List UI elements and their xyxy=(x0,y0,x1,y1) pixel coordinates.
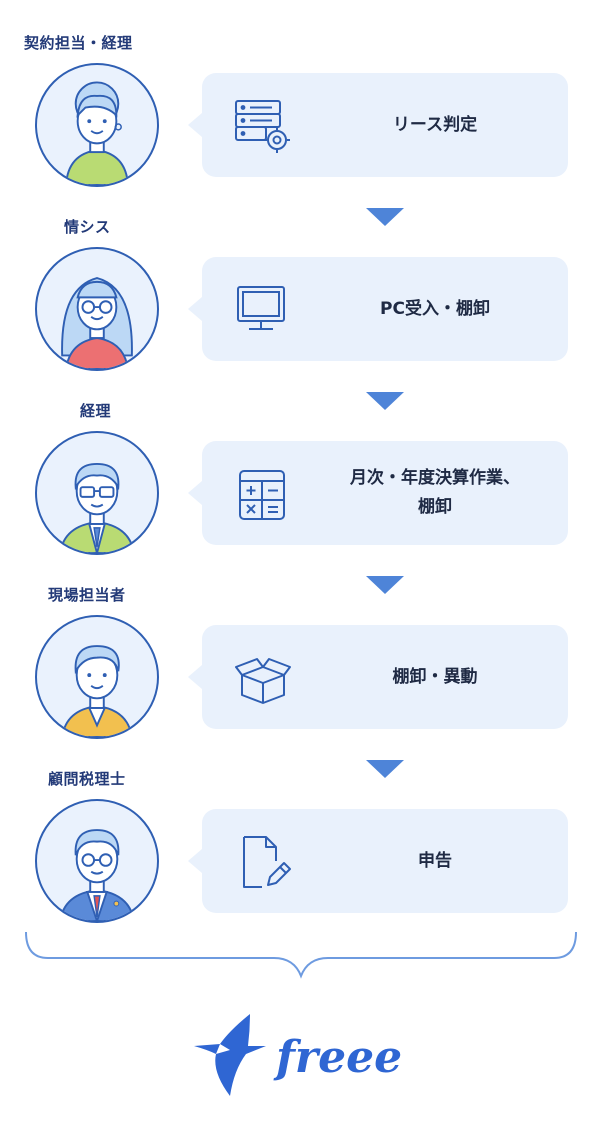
freee-logo: freee xyxy=(190,1010,412,1100)
task-card-pc-receipt: PC受入・棚卸 xyxy=(188,257,568,361)
task-label-tax-filing: 申告 xyxy=(418,850,452,871)
flow-arrow xyxy=(366,392,404,410)
avatar-field-staff xyxy=(35,615,159,739)
flow-arrow xyxy=(366,208,404,226)
task-label-pc-receipt: PC受入・棚卸 xyxy=(380,298,490,319)
bird-icon xyxy=(194,1014,266,1096)
task-label-closing: 月次・年度決算作業、 棚卸 xyxy=(350,468,520,517)
avatar-tax-advisor xyxy=(35,799,159,923)
open-box-icon xyxy=(232,647,294,709)
task-label-inventory-transfer: 棚卸・異動 xyxy=(392,666,478,687)
task-card-inventory-transfer: 棚卸・異動 xyxy=(188,625,568,729)
flow-arrow xyxy=(366,576,404,594)
role-title-it: 情シス xyxy=(64,218,111,236)
calculator-icon xyxy=(232,463,294,525)
flow-arrow xyxy=(366,760,404,778)
server-gear-icon xyxy=(232,95,294,157)
document-pen-icon xyxy=(232,831,294,893)
role-title-tax-advisor: 顧問税理士 xyxy=(48,770,126,788)
avatar-accountant xyxy=(35,431,159,555)
avatar-contract-staff xyxy=(35,63,159,187)
role-title-field-staff: 現場担当者 xyxy=(48,586,126,604)
task-card-tax-filing: 申告 xyxy=(188,809,568,913)
grouping-brace xyxy=(25,931,577,979)
avatar-it-staff xyxy=(35,247,159,371)
role-title-accounting: 経理 xyxy=(80,402,112,420)
logo-text: freee xyxy=(273,1032,402,1083)
task-card-closing: 月次・年度決算作業、 棚卸 xyxy=(188,441,568,545)
role-title-contract: 契約担当・経理 xyxy=(24,34,133,52)
task-label-lease-judgement: リース判定 xyxy=(392,114,478,135)
task-card-lease-judgement: リース判定 xyxy=(188,73,568,177)
monitor-icon xyxy=(232,279,294,341)
